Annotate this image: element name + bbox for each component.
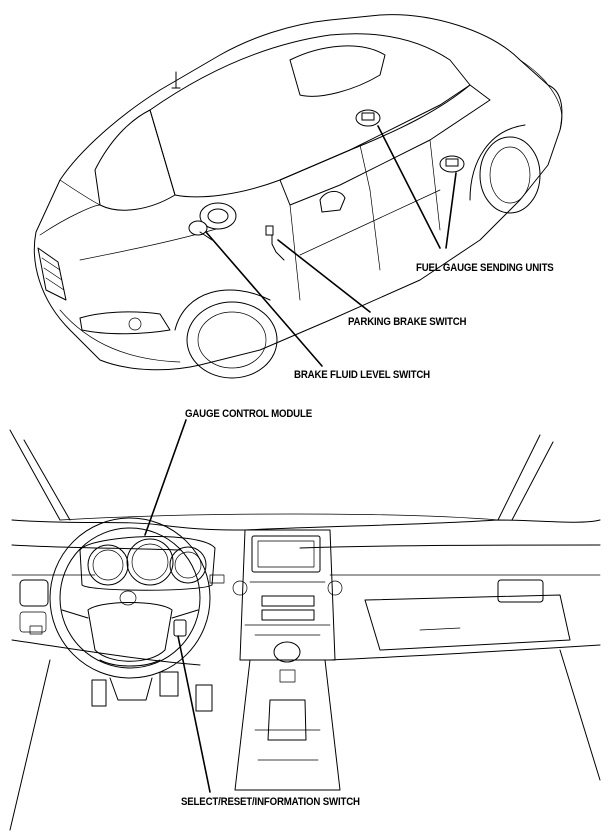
car-illustration [33, 14, 563, 379]
navigation-screen [251, 535, 321, 573]
center-stack [239, 529, 336, 661]
leader-fuel-unit-2 [445, 172, 457, 249]
dashboard-top [11, 519, 601, 531]
car-hood-line [39, 204, 101, 236]
label-fuel-gauge-sending-units: FUEL GAUGE SENDING UNITS [416, 262, 554, 274]
car-hood-crease [79, 224, 231, 261]
car-antenna [171, 71, 181, 89]
fuel-gauge-sending-unit-2 [439, 155, 465, 173]
car-windshield [94, 109, 176, 211]
car-side-windows [279, 84, 491, 206]
gauge-right [169, 546, 207, 584]
car-front-wheel [186, 301, 278, 379]
car-grille [37, 247, 67, 301]
steering-wheel [49, 517, 211, 679]
shift-knob [273, 641, 301, 663]
pedal-center [159, 671, 179, 697]
glovebox [364, 594, 571, 651]
gauge-center [126, 538, 174, 586]
gauge-hood [79, 535, 216, 591]
leader-brake-fluid [205, 231, 323, 367]
leader-gauge-control-module [144, 419, 187, 536]
steering-hub [87, 602, 173, 662]
right-a-pillar [497, 434, 554, 521]
car-roof [149, 33, 471, 198]
leader-fuel-unit-1 [377, 125, 441, 249]
leader-select-reset-switch [177, 635, 211, 793]
car-rear-wheel [479, 136, 541, 214]
left-vent [19, 579, 49, 607]
pedal-right [195, 684, 213, 712]
fuel-gauge-sending-unit-1 [355, 109, 381, 127]
gauge-left [87, 544, 129, 586]
select-reset-info-switch-part [173, 619, 187, 637]
label-select-reset-information-switch: SELECT/RESET/INFORMATION SWITCH [181, 796, 360, 808]
car-side-mirror [319, 191, 346, 213]
leader-parking-brake [277, 239, 371, 313]
pedal-left [91, 679, 107, 707]
center-console [234, 659, 341, 791]
label-brake-fluid-level-switch: BRAKE FLUID LEVEL SWITCH [294, 369, 430, 381]
label-gauge-control-module: GAUGE CONTROL MODULE [185, 408, 312, 420]
car-headlight [79, 311, 171, 335]
parking-brake-switch-part [265, 225, 285, 261]
brake-fluid-reservoir [188, 202, 237, 241]
label-parking-brake-switch: PARKING BRAKE SWITCH [348, 316, 467, 328]
car-door-lines [289, 139, 441, 301]
car-hood-line-2 [59, 179, 101, 206]
dashboard-illustration [9, 419, 601, 831]
right-vent [497, 579, 544, 603]
left-a-pillar [9, 429, 71, 521]
car-sunroof [289, 45, 386, 97]
